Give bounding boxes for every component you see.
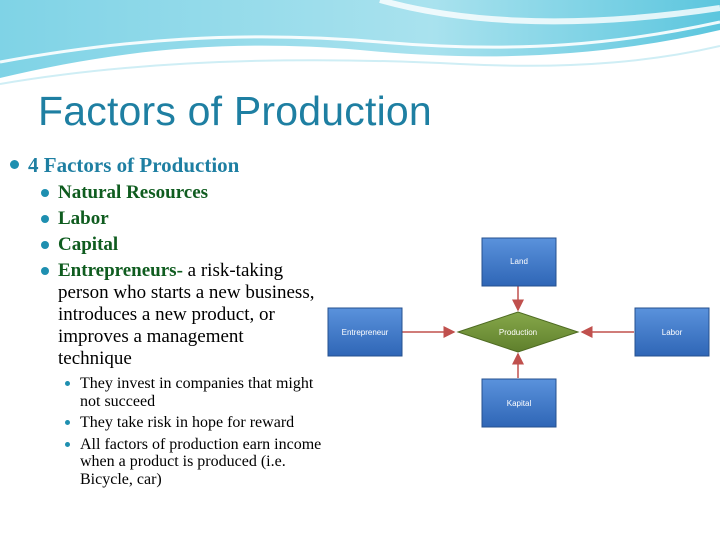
bullet-labor: Labor [8, 208, 328, 230]
kapital-node: Kapital [481, 378, 557, 428]
bullet-main-text: 4 Factors of Production [28, 153, 240, 177]
sub-bullet-income-text: All factors of production earn income wh… [80, 435, 322, 488]
header-wave-decoration [0, 0, 720, 85]
bullet-capital: Capital [8, 234, 328, 256]
sub-bullet-invest: They invest in companies that might not … [8, 375, 326, 410]
sub-bullet-risk-text: They take risk in hope for reward [80, 414, 295, 431]
bullet-dot-icon [65, 381, 70, 386]
bullet-dot-icon [65, 420, 70, 425]
labor-node: Labor [634, 307, 710, 357]
bullet-dot-icon [41, 189, 49, 197]
entrepreneurs-term: Entrepreneurs- [58, 260, 183, 281]
slide-content: 4 Factors of Production Natural Resource… [8, 152, 328, 488]
sub-bullet-risk: They take risk in hope for reward [8, 414, 316, 432]
factors-diagram: Land Entrepreneur Production Labor Kapit… [322, 228, 720, 436]
bullet-dot-icon [65, 441, 70, 447]
production-label: Production [499, 328, 537, 337]
land-node: Land [481, 237, 557, 287]
entrepreneur-label: Entrepreneur [342, 328, 389, 337]
bullet-dot-icon [41, 241, 49, 249]
kapital-label: Kapital [507, 399, 532, 408]
land-label: Land [510, 257, 528, 266]
bullet-natural-resources-text: Natural Resources [58, 182, 209, 203]
sub-bullet-invest-text: They invest in companies that might not … [80, 375, 314, 410]
sub-bullet-income: All factors of production earn income wh… [8, 436, 330, 489]
production-node: Production [456, 311, 580, 353]
bullet-dot-icon [41, 215, 49, 223]
bullet-natural-resources: Natural Resources [8, 182, 328, 204]
bullet-entrepreneurs: Entrepreneurs- a risk-taking person who … [8, 260, 320, 370]
bullet-dot-icon [10, 160, 19, 169]
labor-label: Labor [662, 328, 683, 337]
bullet-capital-text: Capital [58, 234, 119, 255]
bullet-main: 4 Factors of Production [8, 152, 328, 178]
bullet-labor-text: Labor [58, 208, 109, 229]
slide-title: Factors of Production [38, 88, 432, 134]
entrepreneur-node: Entrepreneur [327, 307, 403, 357]
bullet-dot-icon [41, 267, 49, 275]
entrepreneurs-definition: a risk-taking person who starts a new bu… [58, 260, 315, 369]
